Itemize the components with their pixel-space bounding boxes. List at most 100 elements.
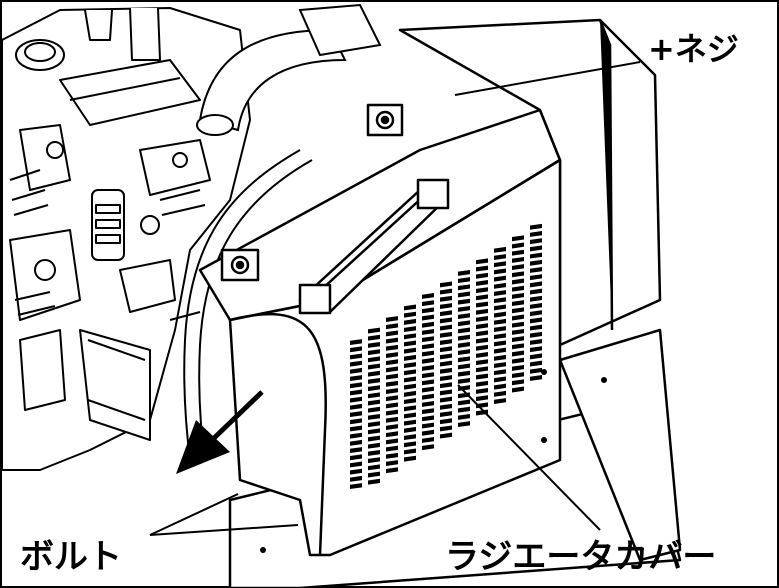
grille-slot (386, 467, 398, 474)
grille-slot (368, 457, 380, 464)
grille-slot (350, 375, 362, 382)
grille-slot (350, 411, 362, 418)
grille-slot (368, 334, 380, 341)
grille-slot (386, 352, 398, 358)
grille-slot (440, 403, 452, 410)
grille-slot (386, 416, 398, 423)
grille-slot (440, 375, 452, 381)
grille-slot (386, 323, 398, 330)
grille-slot (512, 285, 524, 292)
grille-slot (404, 347, 416, 354)
grille-slot (458, 421, 470, 428)
grille-slot (530, 367, 542, 374)
grille-slot (368, 413, 380, 420)
grille-slot (440, 324, 452, 331)
grille-slot (440, 353, 452, 360)
grille-slot (440, 303, 452, 309)
grille-slot (512, 307, 524, 314)
grille-slot (404, 412, 416, 419)
grille-slot (530, 223, 542, 230)
grille-slot (350, 396, 362, 403)
grille-slot (494, 376, 506, 383)
grille-slot (386, 438, 398, 445)
grille-slot (440, 367, 452, 374)
grille-slot (440, 425, 452, 432)
grille-slot (404, 390, 416, 397)
grille-slot (368, 377, 380, 384)
grille-slot (530, 288, 542, 295)
grille-slot (458, 356, 470, 363)
grille-slot (368, 435, 380, 442)
grille-slot (476, 323, 488, 330)
grille-slot (458, 269, 470, 276)
grille-slot (350, 389, 362, 396)
grille-slot (368, 471, 380, 478)
grille-slot (404, 441, 416, 448)
grille-slot (404, 318, 416, 325)
grille-slot (386, 460, 398, 466)
grille-slot (512, 350, 524, 357)
grille-slot (422, 314, 434, 321)
grille-slot (512, 336, 524, 343)
grille-slot (422, 408, 434, 415)
grille-slot (458, 320, 470, 327)
grille-slot (404, 376, 416, 383)
grille-slot (350, 439, 362, 446)
grille-slot (386, 380, 398, 387)
grille-slot (458, 385, 470, 392)
grille-slot (530, 317, 542, 324)
grille-slot (404, 405, 416, 412)
grille-slot (458, 313, 470, 320)
grille-slot (494, 304, 506, 311)
grille-slot (350, 353, 362, 360)
grille-slot (350, 447, 362, 454)
grille-slot (476, 344, 488, 351)
grille-slot (494, 347, 506, 354)
grille-slot (350, 360, 362, 367)
grille-slot (350, 339, 362, 346)
radiator-cover-leader-line (457, 384, 601, 531)
grille-slot (422, 293, 434, 299)
grille-slot (494, 290, 506, 296)
grille-slot (512, 249, 524, 256)
grille-slot (386, 337, 398, 344)
grille-slot (530, 281, 542, 288)
grille-slot (458, 334, 470, 341)
grille-slot (368, 385, 380, 392)
grille-slot (368, 399, 380, 406)
grille-slot (350, 461, 362, 468)
grille-slot (512, 256, 524, 263)
grille-slot (422, 343, 434, 350)
air-intake-duct (196, 3, 382, 136)
base-holes (260, 369, 607, 553)
grille-slot (386, 344, 398, 351)
grille-slot (350, 382, 362, 389)
grille-slot (530, 353, 542, 360)
radiator-cover (198, 18, 682, 588)
grille-slot (530, 245, 542, 252)
grille-slot (386, 316, 398, 322)
grille-slot (368, 370, 380, 377)
grille-slot (440, 382, 452, 389)
grille-slot (530, 346, 542, 353)
grille-slot (422, 321, 434, 328)
grille-slot (404, 369, 416, 376)
grille-slot (476, 337, 488, 344)
grille-slot (422, 379, 434, 386)
grille-slot (512, 300, 524, 307)
grille-slot (512, 372, 524, 379)
grille-slot (494, 254, 506, 260)
grille-slot (494, 340, 506, 347)
grille-slot (386, 395, 398, 402)
grille-slot (422, 444, 434, 451)
grille-slot (530, 375, 542, 381)
grille-slot (404, 311, 416, 318)
grille-slot (476, 280, 488, 286)
grille-slot (476, 352, 488, 358)
grille-slot (476, 409, 488, 416)
grille-slot (494, 333, 506, 340)
grille-slot (458, 277, 470, 284)
grille-slot (368, 449, 380, 456)
grille-slot (512, 264, 524, 271)
